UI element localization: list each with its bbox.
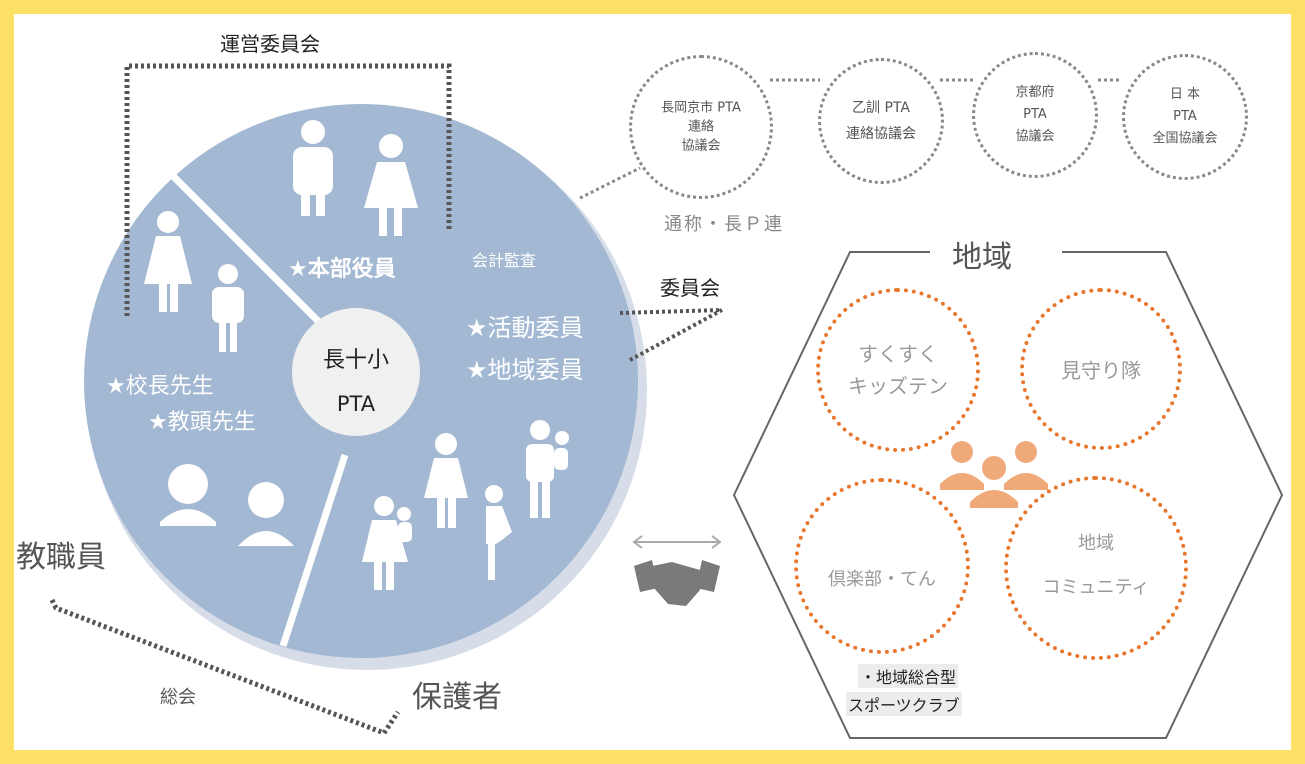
woman-icon bbox=[364, 134, 418, 236]
council-circle-kyoto bbox=[972, 52, 1098, 178]
parent-woman-icon bbox=[424, 433, 468, 528]
woman-teacher-icon bbox=[144, 211, 192, 312]
auditor-label: 会計監査 bbox=[472, 251, 537, 270]
council-circle-otokuni bbox=[818, 58, 944, 184]
double-arrow-icon bbox=[632, 535, 722, 549]
center-label-2: PTA bbox=[336, 392, 376, 416]
region-label-mimamori: 見守り隊 bbox=[1061, 358, 1141, 383]
parent-father-baby-icon bbox=[526, 420, 569, 518]
council-nickname: 通称・長Ｐ連 bbox=[664, 214, 784, 235]
steering-bracket bbox=[124, 63, 452, 316]
region-circle-club bbox=[794, 478, 970, 654]
council-circle-japan bbox=[1122, 54, 1248, 180]
council-line-0 bbox=[579, 166, 641, 200]
handshake-icon bbox=[634, 560, 720, 606]
parents-label: 保護者 bbox=[412, 680, 502, 715]
staff-label: 教職員 bbox=[16, 540, 106, 575]
region-hexagon bbox=[732, 251, 1284, 739]
female-staff-icon bbox=[160, 464, 216, 526]
committees-label: 委員会 bbox=[660, 276, 720, 300]
divider-top bbox=[169, 172, 326, 329]
council-circle-nagaokakyo bbox=[629, 55, 773, 199]
man-icon bbox=[293, 120, 333, 216]
divider-bottom bbox=[279, 453, 349, 648]
parent-mother-baby-icon bbox=[362, 496, 412, 590]
community-people-icon bbox=[940, 441, 1048, 508]
region-label-club: 倶楽部・てん bbox=[828, 569, 936, 590]
sports-club-note-1: ・地域総合型 bbox=[858, 664, 959, 688]
region-circle-community bbox=[1004, 476, 1188, 660]
activity-committee-label: ★活動委員 bbox=[466, 314, 584, 342]
man-teacher-icon bbox=[212, 264, 244, 352]
principal-label: ★校長先生 bbox=[106, 374, 214, 399]
region-title: 地域 bbox=[952, 240, 1012, 275]
general-meeting-label: 総会 bbox=[160, 687, 196, 708]
executive-label: ★本部役員 bbox=[288, 257, 396, 282]
region-label-sukusuku: すくすくキッズテン bbox=[848, 342, 948, 398]
committee-line-2 bbox=[629, 308, 723, 362]
sports-club-note-2: スポーツクラブ bbox=[846, 692, 962, 716]
center-label-1: 長十小 bbox=[322, 348, 390, 373]
regional-committee-label: ★地域委員 bbox=[466, 356, 584, 384]
general-bracket bbox=[49, 598, 401, 737]
committee-line-1 bbox=[619, 308, 723, 315]
vice-principal-label: ★教頭先生 bbox=[148, 410, 256, 435]
region-circle-mimamori bbox=[1020, 288, 1182, 450]
male-staff-icon bbox=[238, 482, 294, 546]
region-label-community: 地域コミュニティ bbox=[1042, 533, 1150, 598]
steering-committee-label: 運営委員会 bbox=[220, 32, 320, 56]
center-circle bbox=[292, 308, 420, 436]
pregnant-woman-icon bbox=[485, 485, 512, 580]
region-circle-sukusuku bbox=[816, 288, 980, 452]
